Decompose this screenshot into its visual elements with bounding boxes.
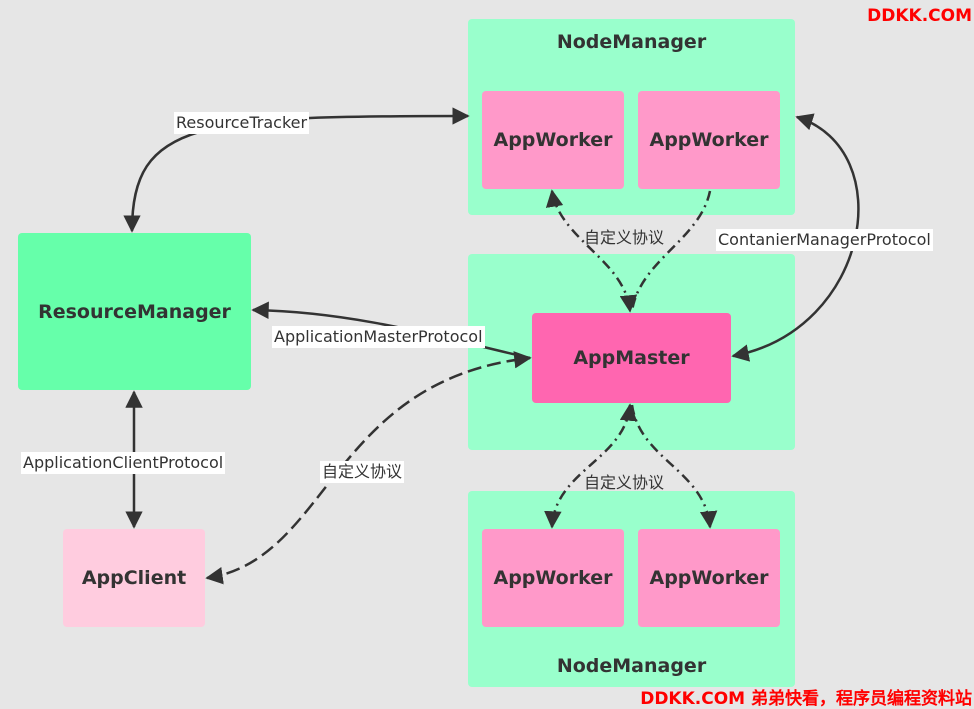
- app-worker-label: AppWorker: [649, 567, 769, 589]
- top-right-worker-dashdot-edge: [630, 190, 712, 312]
- container-manager-protocol-label: ContanierManagerProtocol: [716, 229, 933, 251]
- app-worker-top-left[interactable]: AppWorker: [482, 91, 624, 189]
- app-client-label: AppClient: [81, 567, 187, 589]
- bottom-left-worker-dashdot-edge: [544, 403, 638, 529]
- custom-protocol-top-label: 自定义协议: [584, 228, 665, 247]
- custom-protocol-left-label: 自定义协议: [320, 461, 405, 483]
- application-master-protocol-label: ApplicationMasterProtocol: [272, 326, 485, 348]
- watermark-top: DDKK.COM: [867, 6, 972, 26]
- app-master[interactable]: AppMaster: [532, 313, 731, 403]
- node-manager-bottom-title: NodeManager: [556, 655, 707, 677]
- app-worker-label: AppWorker: [493, 129, 613, 151]
- resource-manager-label: ResourceManager: [38, 300, 231, 323]
- client-app-master-dashed-edge: [205, 351, 532, 585]
- watermark-bottom: DDKK.COM 弟弟快看，程序员编程资料站: [640, 689, 972, 709]
- app-client[interactable]: AppClient: [63, 529, 205, 627]
- app-master-label: AppMaster: [573, 347, 690, 369]
- bottom-right-worker-dashdot-edge: [630, 404, 718, 529]
- top-left-worker-dashdot-edge: [545, 189, 638, 313]
- app-worker-bottom-right[interactable]: AppWorker: [638, 529, 780, 627]
- node-manager-top-title: NodeManager: [556, 31, 707, 53]
- application-client-protocol-label: ApplicationClientProtocol: [21, 452, 226, 474]
- resource-tracker-label: ResourceTracker: [174, 112, 310, 134]
- custom-protocol-bottom-label: 自定义协议: [584, 473, 665, 492]
